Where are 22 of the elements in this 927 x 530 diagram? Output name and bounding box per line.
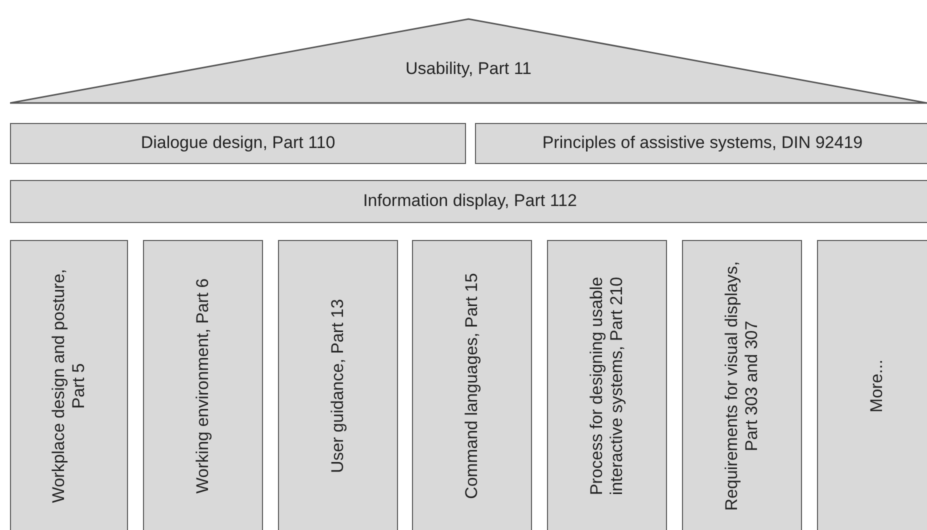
pillar-label: Command languages, Part 15 (460, 272, 482, 501)
pillar-box (10, 240, 128, 530)
pillar-box (682, 240, 802, 530)
roof-triangle (10, 18, 927, 104)
layer-box (475, 123, 927, 164)
roof-label: Usability, Part 11 (404, 59, 532, 80)
pillar-label: More... (865, 358, 886, 414)
layer-label: Principles of assistive systems, DIN 92419 (542, 133, 863, 154)
pillar-label: User guidance, Part 13 (326, 298, 348, 475)
layer-label: Information display, Part 112 (363, 191, 577, 212)
pillar-box (143, 240, 263, 530)
pillar-box (547, 240, 667, 530)
layer-box (10, 180, 927, 223)
pillar-label: Workplace design and posture, Part 5 (47, 268, 88, 506)
pillar-box (278, 240, 398, 530)
layer-label: Dialogue design, Part 110 (140, 133, 336, 154)
pillar-label: Working environment, Part 6 (191, 277, 212, 496)
layer-box (10, 123, 466, 164)
pillar-box (817, 240, 927, 530)
pillar-label: Requirements for visual displays, Part 303 and 307 (720, 261, 762, 511)
pillar-box (412, 240, 532, 530)
pillar-label: Process for designing usable interactive systems, Part 210 (585, 276, 626, 498)
